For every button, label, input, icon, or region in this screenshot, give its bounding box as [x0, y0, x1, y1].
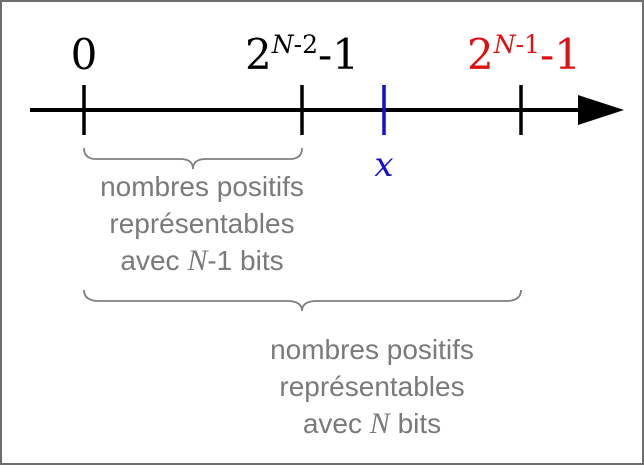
- caption-small-range: nombres positifs représentables avec N-1…: [42, 168, 362, 279]
- tick-label-max: 2N-1-1: [467, 30, 581, 79]
- tick-label-max-suffix: -1: [540, 30, 581, 79]
- caption-small-line2: représentables: [109, 208, 295, 239]
- caption-large-line3-var: N: [369, 407, 390, 440]
- caption-large-line2: représentables: [279, 371, 465, 402]
- tick-label-max-exp-var: N: [493, 30, 517, 59]
- tick-label-mid-base: 2: [245, 30, 272, 79]
- brace-large: [83, 289, 522, 312]
- tick-label-max-exp-rest: -1: [516, 30, 540, 59]
- tick-label-x: x: [374, 145, 393, 185]
- caption-large-line3-suffix: bits: [389, 408, 442, 439]
- tick-label-max-base: 2: [467, 30, 494, 79]
- caption-small-line3: avec N-1 bits: [42, 242, 362, 279]
- caption-large-line1: nombres positifs: [270, 334, 474, 365]
- tick-label-mid-exp-var: N: [271, 30, 295, 59]
- caption-large-line3: avec N bits: [152, 405, 592, 442]
- caption-small-line3-var: N: [187, 244, 208, 277]
- caption-large-range: nombres positifs représentables avec N b…: [152, 331, 592, 442]
- tick-label-mid-suffix: -1: [318, 30, 359, 79]
- tick-label-mid-exp-rest: -2: [294, 30, 318, 59]
- tick-label-mid: 2N-2-1: [245, 30, 359, 79]
- caption-small-line3-prefix: avec: [120, 245, 188, 276]
- tick-label-zero: 0: [71, 30, 98, 79]
- axis-arrow-head: [578, 95, 624, 125]
- caption-small-line1: nombres positifs: [100, 171, 304, 202]
- caption-large-line3-prefix: avec: [302, 408, 370, 439]
- brace-small: [83, 147, 303, 170]
- caption-small-line3-suffix: -1 bits: [207, 245, 284, 276]
